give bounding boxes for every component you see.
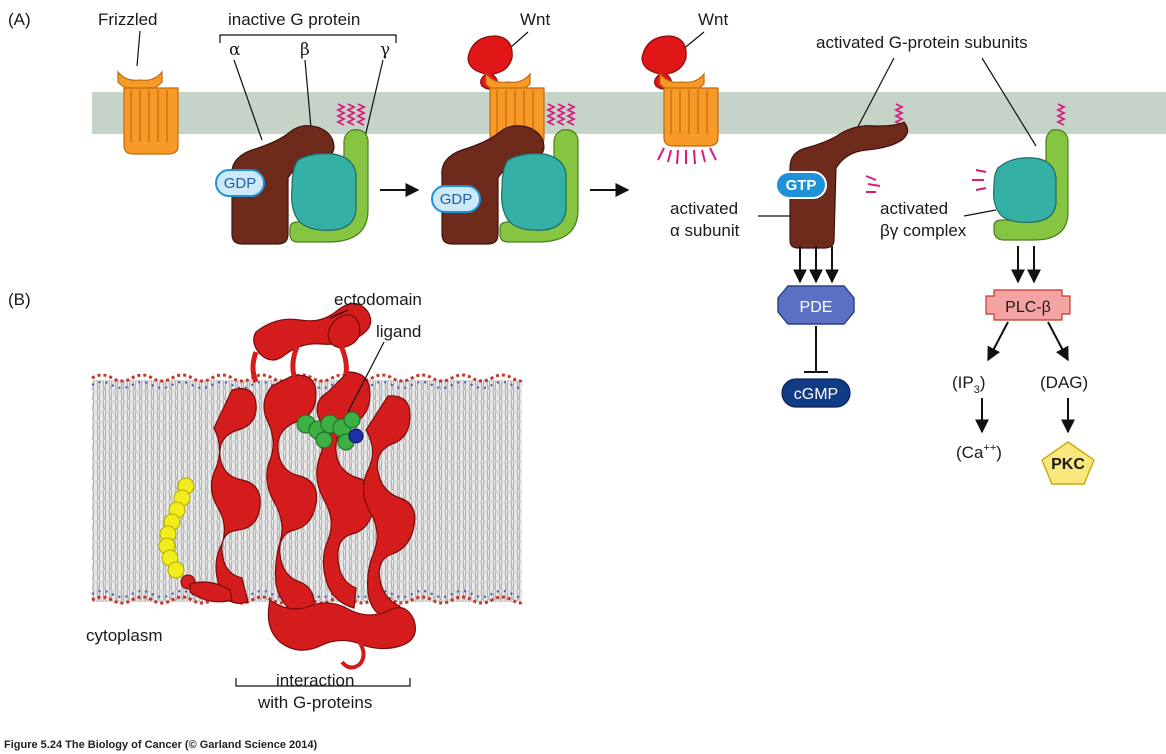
inactive-g-protein-label: inactive G protein [228,10,360,29]
activated-alpha-label-1: activated [670,199,738,218]
cell-membrane [92,92,1166,134]
calcium-label: (Ca++) [956,442,1002,462]
figure-caption: Figure 5.24 The Biology of Cancer (© Gar… [4,739,317,751]
alpha-pointer [233,59,263,141]
panel-a-label: (A) [8,10,31,29]
wnt-label-2: Wnt [698,10,729,29]
ligand-pointer [347,341,385,413]
cgmp: cGMP [781,378,851,408]
cytoplasm-label: cytoplasm [86,626,163,645]
wnt-bound-receptor-released [641,35,719,165]
activated-bg-label-1: activated [880,199,948,218]
panel-b-label: (B) [8,290,31,309]
activated-bg-label-pointer [963,209,997,217]
plc-to-dag-arrow [1047,321,1069,362]
ip3-label: (IP3) [952,373,986,396]
activated-bg-pointer [981,57,1037,147]
frizzled-label: Frizzled [98,10,158,29]
pkc-enzyme: PKC [1041,441,1095,485]
ectodomain-pointer [329,309,349,319]
activated-bg-complex [972,103,1069,241]
dag-label: (DAG) [1040,373,1088,392]
ligand-label: ligand [376,322,421,341]
gtp-label: GTP [786,177,817,194]
alpha-label: α [229,40,241,60]
beta-label: β [300,40,310,60]
plc-beta-enzyme: PLC-β [985,289,1071,321]
wnt-label-1: Wnt [520,10,551,29]
pkc-label: PKC [1051,456,1085,473]
activated-bg-label-2: βγ complex [880,221,967,240]
inactive-g-protein-2: GDP [431,103,579,245]
interaction-label-1: interaction [276,671,354,690]
yellow-lipid-chain [158,477,196,590]
activated-subunits-label: activated G-protein subunits [816,33,1028,52]
inactive-g-protein: GDP [215,103,369,245]
interaction-label-2: with G-proteins [257,693,372,712]
gdp-label-1: GDP [224,175,257,192]
activated-alpha-pointer [851,57,895,139]
pde-enzyme: PDE [777,285,855,325]
ectodomain-label: ectodomain [334,290,422,309]
activated-alpha-subunit: GTP [775,103,909,249]
frizzled-receptor [117,70,179,155]
g-protein-bracket [219,34,397,43]
frizzled-pointer [136,30,141,67]
activated-alpha-label-2: α subunit [670,221,740,240]
pde-label: PDE [800,299,833,316]
interaction-bracket [235,678,411,687]
gpcr-protein-structure [189,302,416,670]
plc-to-ip3-arrow [987,321,1009,362]
gdp-label-2: GDP [440,191,473,208]
ligand-molecule [296,411,364,451]
cgmp-label: cGMP [794,386,838,403]
gamma-label: γ [380,40,390,60]
plc-label: PLC-β [1005,299,1051,316]
